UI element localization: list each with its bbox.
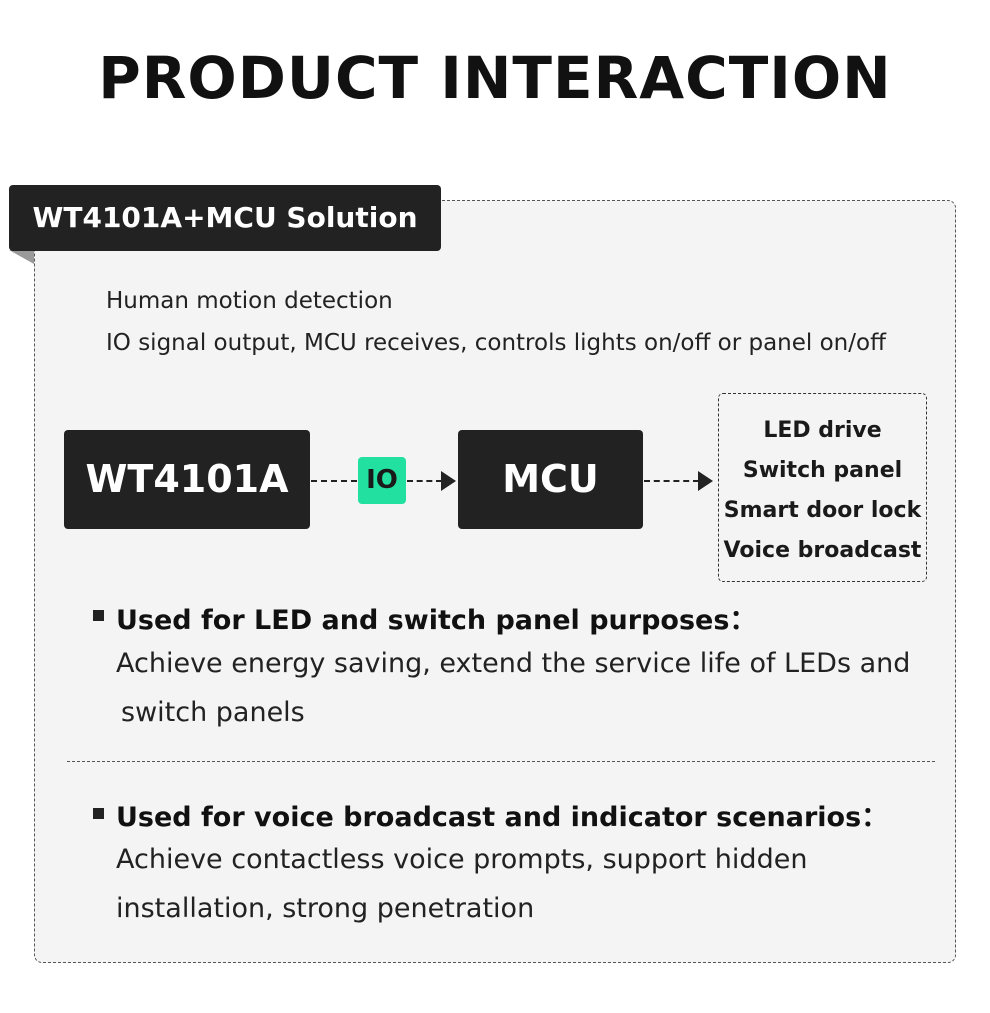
outputs-box: LED drive Switch panel Smart door lock V… (718, 393, 927, 582)
use-heading-led: Used for LED and switch panel purposes： (116, 605, 757, 636)
output-item: Switch panel (742, 458, 903, 483)
sensor-box: WT4101A (64, 430, 310, 529)
connector-line-1 (311, 480, 357, 482)
output-item: Voice broadcast (723, 538, 922, 563)
section-divider (67, 761, 935, 762)
page-title: PRODUCT INTERACTION (98, 44, 892, 112)
arrow-right-icon (441, 471, 456, 491)
use-desc-voice-line-1: Achieve contactless voice prompts, suppo… (116, 844, 808, 875)
tab-fold-decoration (9, 250, 34, 264)
solution-tab: WT4101A+MCU Solution (9, 185, 441, 251)
output-item: LED drive (763, 418, 882, 443)
use-desc-voice-line-2: installation, strong penetration (116, 893, 535, 924)
use-desc-led-line-2: switch panels (121, 697, 305, 728)
square-bullet-icon (93, 808, 104, 819)
io-signal-badge: IO (358, 457, 406, 504)
intro-line-2: IO signal output, MCU receives, controls… (106, 330, 886, 356)
arrow-right-icon (698, 471, 713, 491)
use-desc-led-line-1: Achieve energy saving, extend the servic… (116, 648, 911, 679)
mcu-box: MCU (458, 430, 643, 529)
intro-line-1: Human motion detection (106, 288, 393, 314)
output-item: Smart door lock (723, 498, 922, 523)
connector-line-3 (644, 480, 699, 482)
square-bullet-icon (93, 610, 104, 621)
use-heading-voice: Used for voice broadcast and indicator s… (116, 802, 889, 833)
connector-line-2 (407, 480, 442, 482)
